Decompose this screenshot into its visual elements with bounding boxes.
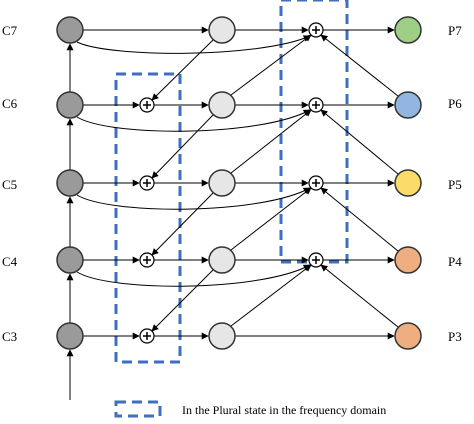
sum-left-3 [139, 328, 155, 344]
right-label-p5: P5 [448, 177, 462, 192]
nodes [56, 16, 422, 350]
mid-node-4 [208, 246, 236, 274]
backbone-node-c4 [56, 246, 84, 274]
sum-left-5 [139, 175, 155, 191]
output-node-p7 [394, 16, 422, 44]
reverse-p3-sumR4 [320, 264, 399, 328]
bottomup-mid3-sumR4 [230, 264, 312, 327]
connections [66, 26, 399, 400]
left-label-c5: C5 [2, 177, 17, 192]
sum-left-6 [139, 97, 155, 113]
reverse-p5-sumR6 [320, 109, 399, 175]
sum-right-5 [308, 175, 324, 191]
legend-dashed-swatch [114, 400, 162, 418]
left-label-c7: C7 [2, 23, 18, 38]
topdown-mid4-sumL3 [151, 269, 214, 332]
skip-c6-sumR6 [76, 109, 311, 132]
right-label-p7: P7 [448, 23, 462, 38]
output-node-p4 [394, 246, 422, 274]
output-node-p3 [394, 322, 422, 350]
backbone-node-c6 [56, 91, 84, 119]
topdown-mid5-sumL4 [151, 192, 214, 256]
backbone-node-c3 [56, 322, 84, 350]
mid-node-5 [208, 169, 236, 197]
skip-c5-sumR5 [76, 187, 311, 210]
frequency-domain-box-right [279, 0, 349, 264]
legend-text: In the Plural state in the frequency dom… [182, 403, 386, 417]
bottomup-mid4-sumR5 [230, 187, 312, 251]
backbone-node-c5 [56, 169, 84, 197]
reverse-p4-sumR5 [320, 187, 399, 252]
legend: In the Plural state in the frequency dom… [114, 400, 386, 418]
bottomup-mid6-sumR7 [230, 34, 312, 96]
sum-left-4 [139, 252, 155, 268]
backbone-node-c7 [56, 16, 84, 44]
left-label-c6: C6 [2, 96, 18, 111]
left-label-c3: C3 [2, 329, 17, 344]
frequency-domain-box-left [114, 72, 182, 364]
right-label-p4: P4 [448, 254, 462, 269]
left-label-c4: C4 [2, 254, 18, 269]
mid-node-3 [208, 322, 236, 350]
mid-node-7 [208, 16, 236, 44]
output-node-p6 [394, 91, 422, 119]
skip-c4-sumR4 [76, 264, 311, 287]
output-node-p5 [394, 169, 422, 197]
reverse-p6-sumR7 [320, 34, 399, 97]
skip-c7-sum7 [76, 35, 311, 54]
mid-node-6 [208, 91, 236, 119]
level-labels: C7 C6 C5 C4 C3 P7 P6 P5 P4 P3 [2, 23, 462, 344]
sum-right-4 [308, 252, 324, 268]
sum-right-7 [308, 22, 324, 38]
bottomup-mid5-sumR6 [230, 109, 312, 174]
topdown-mid7-sumL6 [151, 39, 214, 101]
sum-right-6 [308, 97, 324, 113]
right-label-p6: P6 [448, 96, 462, 111]
right-label-p3: P3 [448, 329, 462, 344]
topdown-mid6-sumL5 [151, 114, 214, 179]
